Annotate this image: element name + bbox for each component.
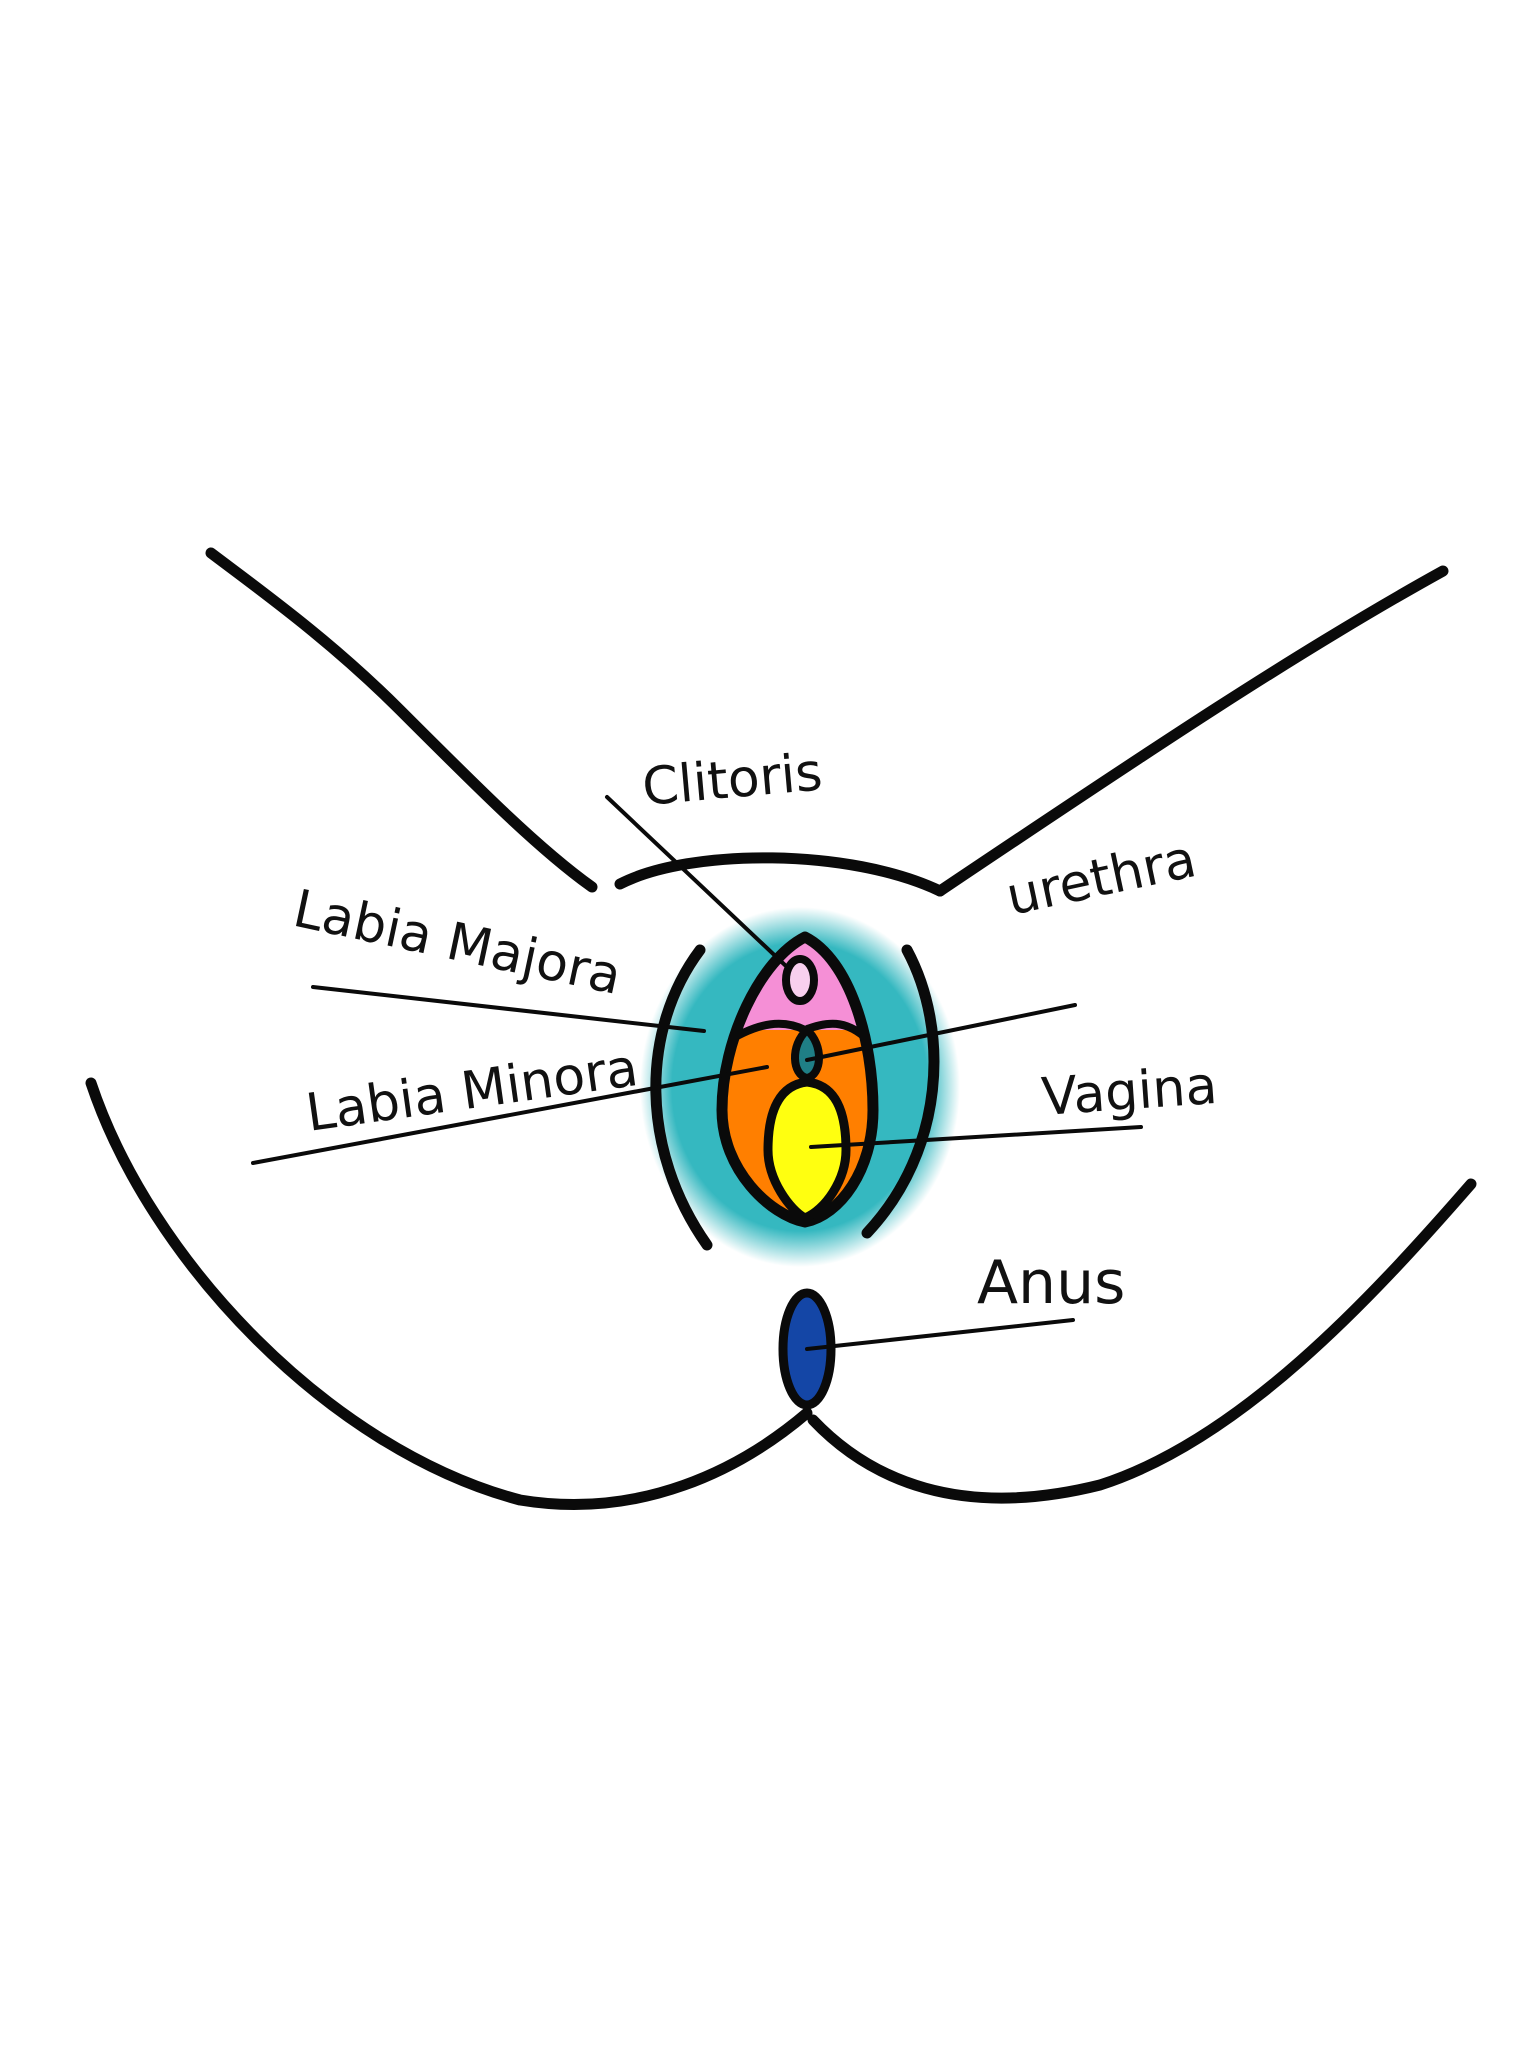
left-buttock-outline (85, 1077, 813, 1510)
vagina-leader-line (809, 1125, 1143, 1149)
urethra-label: urethra (1001, 829, 1201, 928)
labia-minora-leader-line (251, 1065, 769, 1165)
labia-majora-leader-line (311, 985, 706, 1033)
pubic-arc-outline (614, 852, 946, 897)
anus-label: Anus (977, 1248, 1125, 1318)
labia-majora-right-outline (861, 944, 940, 1239)
urethra-shape (791, 1024, 823, 1083)
vagina-label: Vagina (1040, 1056, 1219, 1128)
anus-leader-line (805, 1318, 1075, 1351)
clitoris-shape (782, 955, 818, 1005)
labia-majora-label: Labia Majora (288, 879, 626, 1007)
right-buttock-outline (807, 1178, 1477, 1504)
left-thigh-outline (205, 547, 598, 893)
right-thigh-outline (934, 565, 1449, 897)
urethra-leader-line (805, 1003, 1077, 1062)
labia-minora-label: Labia Minora (302, 1038, 641, 1144)
clitoris-label: Clitoris (640, 742, 825, 817)
clitoris-leader-line (605, 795, 789, 969)
vagina-shape (763, 1077, 851, 1223)
labia-majora-left-outline (650, 944, 713, 1251)
